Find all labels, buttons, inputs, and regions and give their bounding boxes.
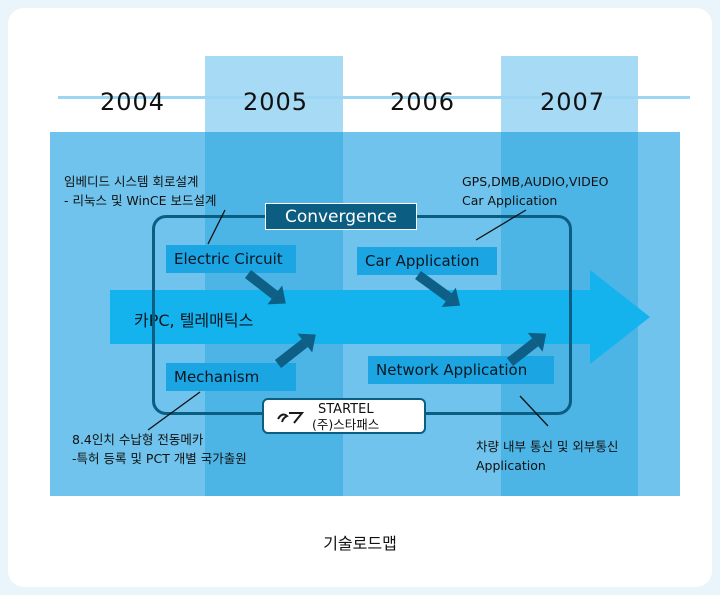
note-line: Application <box>476 458 546 473</box>
year-label-2006: 2006 <box>390 88 456 116</box>
startel-logo-icon <box>277 412 305 424</box>
note-line: 차량 내부 통신 및 외부통신 <box>476 439 619 454</box>
note-line: Car Application <box>462 193 558 208</box>
note-line: GPS,DMB,AUDIO,VIDEO <box>462 174 609 189</box>
startel-logo-korean: (주)스타패스 <box>312 417 380 432</box>
main-flow-label: 카PC, 텔레매틱스 <box>134 311 254 330</box>
diagram-caption: 기술로드맵 <box>323 534 397 553</box>
note-top-right: GPS,DMB,AUDIO,VIDEO Car Application <box>462 172 609 210</box>
network-application-box: Network Application <box>368 356 554 384</box>
timeline-line <box>58 96 690 99</box>
note-line: -특허 등록 및 PCT 개별 국가출원 <box>72 451 247 466</box>
arrow-icon <box>244 270 286 305</box>
startel-logo-name: STARTEL <box>318 402 374 417</box>
mechanism-box: Mechanism <box>166 363 296 391</box>
arrow-icon <box>506 332 547 366</box>
arrow-icon <box>415 270 461 308</box>
arrow-icon <box>274 333 316 368</box>
note-line: 8.4인치 수납형 전동메카 <box>72 432 204 447</box>
year-column-2007-top <box>501 56 638 132</box>
electric-circuit-box: Electric Circuit <box>166 245 296 273</box>
note-bottom-left: 8.4인치 수납형 전동메카 -특허 등록 및 PCT 개별 국가출원 <box>72 430 247 468</box>
note-line: - 리눅스 및 WinCE 보드설계 <box>64 193 217 208</box>
year-label-2007: 2007 <box>540 88 606 116</box>
car-application-box: Car Application <box>357 247 497 275</box>
note-bottom-right: 차량 내부 통신 및 외부통신 Application <box>476 437 618 475</box>
startel-logo-box: STARTEL (주)스타패스 <box>262 398 426 434</box>
year-column-2005-top <box>205 56 343 132</box>
note-line: 임베디드 시스템 회로설계 <box>64 174 199 189</box>
convergence-label: Convergence <box>265 203 417 230</box>
note-top-left: 임베디드 시스템 회로설계 - 리눅스 및 WinCE 보드설계 <box>64 172 217 210</box>
year-label-2005: 2005 <box>243 88 309 116</box>
year-label-2004: 2004 <box>100 88 166 116</box>
